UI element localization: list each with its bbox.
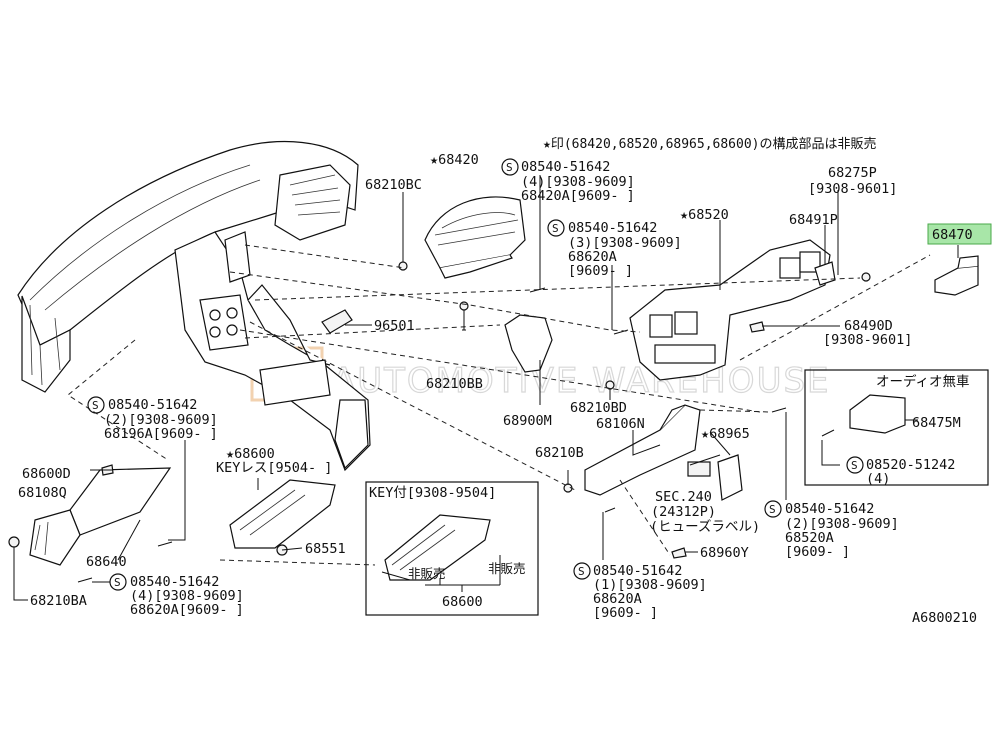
label-08540-e: 08540-51642 <box>593 563 682 579</box>
dashed-guides <box>67 244 931 566</box>
label-08540-d-qty: (2)[9308-9609] <box>785 516 899 532</box>
part-labels: ★68420 08540-51642 (4)[9308-9609] 68420A… <box>18 152 977 626</box>
label-not-sold-2: 非販売 <box>488 561 526 576</box>
leader-lines <box>13 175 959 601</box>
label-08520: 08520-51242 <box>866 457 955 473</box>
label-08540-f-qty: (4)[9308-9609] <box>130 588 244 604</box>
label-68600D: 68600D <box>22 466 71 482</box>
cover-68965 <box>717 454 743 501</box>
dashboard-drawing <box>17 141 371 472</box>
label-68470: 68470 <box>932 227 973 243</box>
label-08540-c: 08540-51642 <box>108 397 197 413</box>
label-68600: ★68600 <box>226 446 275 462</box>
s-mark: S <box>578 565 585 578</box>
label-68275P-date: [9308-9601] <box>808 181 897 197</box>
lower-panel-68106N <box>584 404 701 496</box>
s-mark: S <box>552 222 559 235</box>
label-68491P: 68491P <box>789 212 838 228</box>
label-68620A-b: 68620A <box>568 249 617 265</box>
label-68620A-f: 68620A[9609- ] <box>130 602 244 618</box>
label-68108Q: 68108Q <box>18 485 67 501</box>
label-68960Y: 68960Y <box>700 545 749 561</box>
label-68420A: 68420A[9609- ] <box>521 188 635 204</box>
label-68520A-date: [9609- ] <box>785 544 850 560</box>
non-sale-note: ★印(68420,68520,68965,68600)の構成部品は非販売 <box>543 136 877 152</box>
label-08540-d: 08540-51642 <box>785 501 874 517</box>
diagram-code: A6800210 <box>912 610 977 626</box>
watermark-text: AUTOMOTIVE WAREHOUSE <box>332 361 831 401</box>
label-68106N: 68106N <box>596 416 645 432</box>
label-08540-e-qty: (1)[9308-9609] <box>593 577 707 593</box>
label-68210B: 68210B <box>535 445 584 461</box>
cluster-hood-68420 <box>424 196 526 279</box>
label-68900M: 68900M <box>503 413 552 429</box>
label-68640: 68640 <box>86 554 127 570</box>
label-08520-qty: (4) <box>866 471 890 487</box>
label-sec240-name: (ヒューズラベル) <box>650 519 760 535</box>
s-mark: S <box>851 459 858 472</box>
key-box <box>365 481 539 616</box>
label-not-sold-1: 非販売 <box>408 566 446 581</box>
s-mark: S <box>114 576 121 589</box>
label-68210BD: 68210BD <box>570 400 627 416</box>
label-68210BC: 68210BC <box>365 177 422 193</box>
label-68965: ★68965 <box>701 426 750 442</box>
label-68275P: 68275P <box>828 165 877 181</box>
label-68210BB: 68210BB <box>426 376 483 392</box>
label-68600-keyless: KEYレス[9504- ] <box>216 460 332 476</box>
label-68475M: 68475M <box>912 415 961 431</box>
label-68620A-b-date: [9609- ] <box>568 263 633 279</box>
s-marks <box>87 158 864 591</box>
label-08540-b-qty: (3)[9308-9609] <box>568 235 682 251</box>
label-68420: ★68420 <box>430 152 479 168</box>
label-audio-less: オーディオ無車 <box>876 373 970 390</box>
label-08540-c-qty: (2)[9308-9609] <box>104 412 218 428</box>
label-08540-f: 08540-51642 <box>130 574 219 590</box>
s-mark: S <box>769 503 776 516</box>
label-68620A-e-date: [9609- ] <box>593 605 658 621</box>
label-68520: ★68520 <box>680 207 729 223</box>
label-68520A: 68520A <box>785 530 834 546</box>
label-68551: 68551 <box>305 541 346 557</box>
cover-68900M <box>504 314 553 373</box>
audio-pocket-box <box>804 369 989 486</box>
label-68490D-date: [9308-9601] <box>823 332 912 348</box>
key-box-title: KEY付[9308-9504] <box>369 485 496 501</box>
label-08540-a-qty: (4)[9308-9609] <box>521 174 635 190</box>
label-sec240: SEC.240 <box>655 489 712 505</box>
label-68600-keybox: 68600 <box>442 594 483 610</box>
bracket-68470 <box>934 255 979 296</box>
label-68196A: 68196A[9609- ] <box>104 426 218 442</box>
s-mark: S <box>92 399 99 412</box>
glove-lid-68108Q <box>29 467 172 566</box>
center-finisher-68520 <box>629 239 836 381</box>
label-68210BA: 68210BA <box>30 593 87 609</box>
label-96501: 96501 <box>374 318 415 334</box>
label-08540-a: 08540-51642 <box>521 159 610 175</box>
clip-96501 <box>321 309 353 334</box>
label-sec240-code: (24312P) <box>651 504 716 520</box>
glove-box-68600 <box>229 479 336 549</box>
label-68490D: 68490D <box>844 318 893 334</box>
highlight-68470 <box>927 223 992 245</box>
watermark: AUTOMOTIVE WAREHOUSE <box>250 346 831 402</box>
label-68620A-e: 68620A <box>593 591 642 607</box>
s-mark: S <box>506 161 513 174</box>
label-08540-b: 08540-51642 <box>568 220 657 236</box>
